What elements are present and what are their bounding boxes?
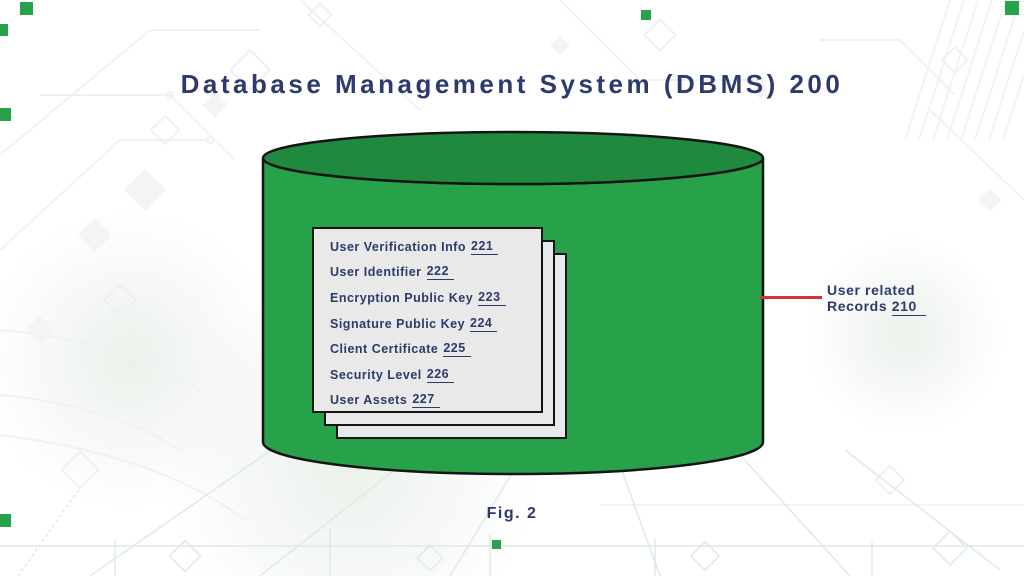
- green-accent-squares: [0, 1, 1019, 549]
- figure-title: Database Management System (DBMS) 200: [180, 69, 844, 99]
- diamond-outlines: [60, 2, 970, 496]
- record-row: Signature Public Key 224: [330, 311, 535, 337]
- record-ref: 223: [478, 290, 506, 306]
- cylinder-top: [261, 130, 765, 186]
- record-label: User Assets: [330, 393, 408, 408]
- callout-line2: Records 210: [827, 298, 926, 316]
- record-ref: 226: [426, 367, 455, 383]
- record-label: User Identifier: [330, 265, 422, 280]
- callout-label: User related Records 210: [827, 282, 926, 316]
- record-ref: 222: [426, 264, 454, 281]
- record-label: User Verification Info: [330, 239, 467, 254]
- circuit-traces: [0, 0, 1024, 521]
- hatch-lines: [904, 0, 1024, 141]
- record-row: User Assets 227: [330, 388, 535, 414]
- record-label: Signature Public Key: [330, 316, 466, 331]
- record-row: Security Level 226: [330, 362, 535, 388]
- record-row: Client Certificate 225: [330, 336, 535, 362]
- record-ref: 227: [412, 392, 440, 409]
- callout-pointer-line: [760, 296, 822, 299]
- callout-ref: 210: [891, 298, 926, 316]
- record-row: Encryption Public Key 223: [330, 285, 535, 311]
- record-label: Client Certificate: [330, 342, 439, 357]
- record-label: Security Level: [330, 367, 422, 382]
- record-row: User Verification Info 221: [330, 234, 535, 260]
- figure-caption: Fig. 2: [486, 505, 538, 522]
- record-ref: 225: [443, 341, 471, 358]
- record-label: Encryption Public Key: [330, 290, 474, 305]
- record-ref: 221: [471, 239, 499, 255]
- record-row: User Identifier 222: [330, 260, 535, 286]
- soft-blob: [805, 235, 1005, 435]
- callout-line1: User related: [827, 282, 916, 298]
- record-ref: 224: [470, 316, 498, 332]
